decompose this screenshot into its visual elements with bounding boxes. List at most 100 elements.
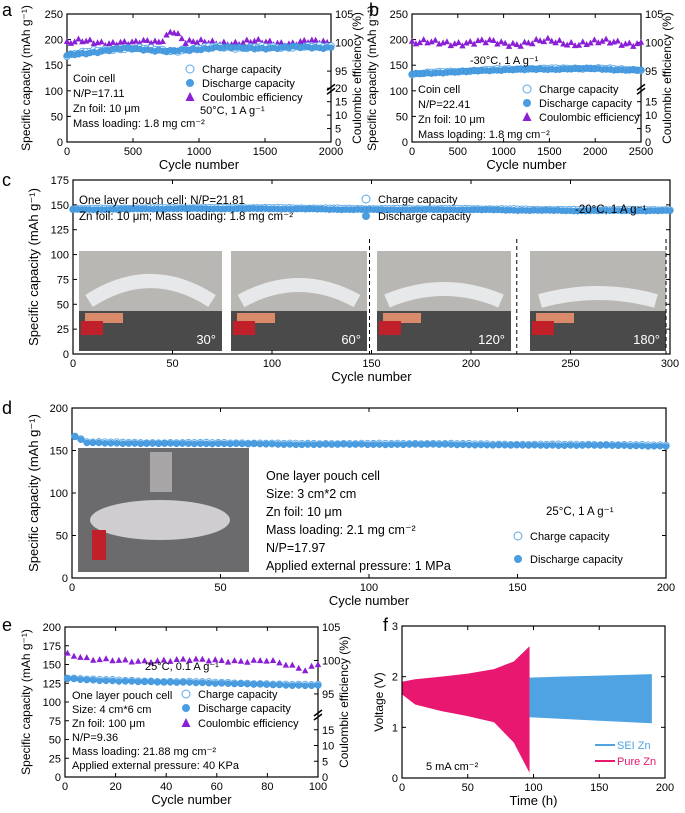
ce-point [243, 36, 251, 43]
discharge-point [83, 676, 91, 684]
y-axis-label: Specific capacity (mAh g⁻¹) [26, 188, 41, 346]
discharge-point [314, 682, 322, 689]
ce-point [490, 36, 497, 43]
discharge-point [614, 442, 622, 449]
x-tick-label: 0 [62, 781, 68, 793]
discharge-point [620, 442, 628, 449]
discharge-point [160, 678, 168, 686]
ce-point [301, 667, 309, 674]
copper-tab [536, 313, 574, 323]
legend-charge-marker [513, 531, 523, 541]
discharge-point [143, 440, 150, 447]
discharge-point [637, 66, 645, 74]
ce-point [209, 37, 216, 44]
discharge-point [244, 680, 251, 688]
y-tick-label: 150 [45, 60, 63, 72]
y-tick-label: 0 [63, 349, 69, 361]
ce-point [170, 29, 178, 36]
y-tick-label: 0 [55, 772, 61, 784]
x-tick-label: 100 [524, 782, 542, 794]
discharge-point [238, 440, 246, 448]
ce-point [167, 657, 174, 664]
ce-point [509, 39, 517, 46]
x-tick-label: 1000 [187, 146, 211, 158]
y2-axis-label: Coulombic efficiency (%) [350, 12, 364, 144]
discharge-point [107, 440, 115, 447]
condition-text: 50°C, 1 A g⁻¹ [200, 105, 265, 117]
ce-point [308, 662, 315, 669]
discharge-point [322, 441, 330, 448]
x-tick-label: 100 [309, 781, 327, 793]
discharge-point [166, 678, 174, 686]
discharge-point [441, 441, 449, 448]
legend-charge-marker [361, 194, 371, 204]
ce-point [314, 661, 322, 668]
panel-letter: d [2, 398, 12, 418]
legend-label: Coulombic efficiency [202, 92, 303, 104]
discharge-point [388, 441, 395, 448]
ce-point [121, 38, 128, 45]
ce-point [220, 38, 228, 45]
legend-label: Discharge capacity [539, 98, 632, 110]
y-axis-label: Specific capacity (mAh g⁻¹) [19, 5, 33, 151]
note-text: Zn foil: 100 μm [72, 718, 145, 730]
legend-label: Charge capacity [198, 689, 278, 701]
ce-point [459, 42, 466, 49]
legend-label: Charge capacity [378, 194, 458, 206]
ce-point [432, 36, 439, 43]
y-tick-label: 0 [402, 137, 408, 149]
legend-discharge-marker [523, 99, 531, 107]
discharge-point [203, 440, 210, 448]
ce-point [141, 657, 148, 664]
clamp-handle [233, 321, 255, 335]
panel-letter: f [383, 615, 389, 635]
discharge-point [292, 441, 300, 449]
ce-point [544, 34, 552, 41]
pouch-cell-shape [85, 274, 216, 307]
discharge-point [435, 441, 443, 448]
x-tick-label: 1500 [253, 146, 277, 158]
ce-point [174, 30, 182, 37]
discharge-point [244, 440, 252, 448]
bend-photo: 30° [79, 251, 222, 351]
ce-point [587, 39, 594, 46]
discharge-point [666, 207, 674, 215]
y2-tick-label: 15 [322, 725, 334, 737]
discharge-point [543, 442, 550, 449]
discharge-point [214, 440, 222, 447]
discharge-point [89, 439, 97, 447]
discharge-point [549, 442, 556, 449]
ce-point [482, 39, 489, 46]
legend-discharge-marker [514, 555, 522, 563]
discharge-point [220, 440, 228, 448]
legend-label: Pure Zn [617, 756, 656, 768]
y2-tick-label: 10 [335, 110, 347, 122]
ce-point [109, 38, 117, 45]
discharge-point [83, 439, 91, 447]
copper-tab [383, 313, 421, 323]
discharge-point [237, 680, 245, 688]
ce-point [83, 654, 90, 661]
ce-point [536, 37, 544, 44]
condition-text: -30°C, 1 A g⁻¹ [470, 55, 539, 67]
y-tick-label: 0 [62, 573, 68, 585]
ce-point [513, 40, 520, 47]
note-text: Zn foil: 10 μm; Mass loading: 1.8 mg cm⁻… [79, 211, 293, 223]
note-text: One layer pouch cell; N/P=21.81 [79, 195, 245, 207]
discharge-point [276, 681, 283, 689]
discharge-point [179, 679, 187, 686]
discharge-point [224, 680, 232, 687]
legend-label: SEI Zn [617, 740, 651, 752]
x-tick-label: 2500 [629, 146, 653, 158]
discharge-point [662, 443, 670, 450]
x-tick-label: 100 [360, 582, 378, 594]
x-tick-label: 0 [64, 146, 70, 158]
discharge-point [304, 441, 312, 448]
discharge-point [301, 682, 309, 690]
discharge-point [147, 678, 155, 686]
discharge-point [211, 680, 219, 687]
discharge-point [77, 436, 85, 443]
y-tick-label: 75 [49, 716, 61, 728]
